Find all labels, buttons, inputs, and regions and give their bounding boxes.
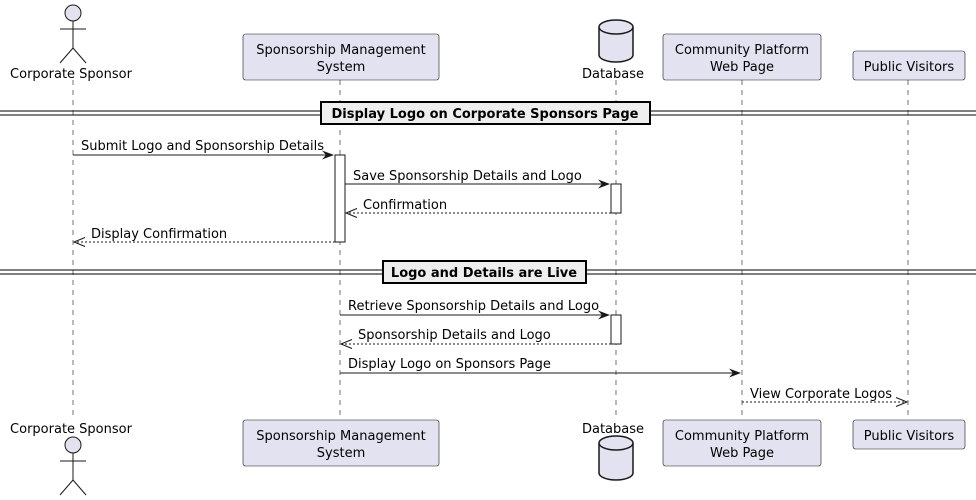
participant-community-label-line2: Web Page xyxy=(710,60,774,75)
actor-corporate-sponsor-label-bottom: Corporate Sponsor xyxy=(10,422,133,437)
participant-sms-bottom: Sponsorship Management System xyxy=(242,419,440,467)
message-save-details: Save Sponsorship Details and Logo xyxy=(345,169,610,189)
actor-corporate-sponsor-label: Corporate Sponsor xyxy=(10,67,133,82)
actor-icon xyxy=(59,4,87,64)
participant-database-top: Database xyxy=(582,19,644,82)
message-display-logo-label: Display Logo on Sponsors Page xyxy=(348,357,551,372)
participant-visitors-bottom: Public Visitors xyxy=(852,419,966,450)
participant-community-bottom: Community Platform Web Page xyxy=(662,419,822,467)
message-view-logos: View Corporate Logos xyxy=(742,387,909,407)
message-save-details-label: Save Sponsorship Details and Logo xyxy=(353,169,582,184)
participant-database-bottom: Database xyxy=(582,422,644,481)
participant-community-top: Community Platform Web Page xyxy=(662,33,822,81)
message-confirmation: Confirmation xyxy=(344,198,611,218)
message-retrieve-details: Retrieve Sponsorship Details and Logo xyxy=(340,299,610,320)
separator-display-logo-label: Display Logo on Corporate Sponsors Page xyxy=(332,107,639,122)
actor-icon xyxy=(59,436,87,496)
activation-db-2 xyxy=(610,314,622,345)
participant-community-label-line1: Community Platform xyxy=(675,43,809,58)
separator-logo-live: Logo and Details are Live xyxy=(0,260,976,284)
database-icon xyxy=(598,435,634,481)
activation-sms-1 xyxy=(334,154,346,243)
message-sponsorship-details-return-label: Sponsorship Details and Logo xyxy=(358,328,551,343)
message-submit-logo-label: Submit Logo and Sponsorship Details xyxy=(81,139,324,154)
participant-community-label-line2-bottom: Web Page xyxy=(710,446,774,461)
actor-corporate-sponsor-top: Corporate Sponsor xyxy=(10,4,133,82)
database-icon xyxy=(598,19,634,63)
participant-community-label-line1-bottom: Community Platform xyxy=(675,429,809,444)
participant-visitors-label: Public Visitors xyxy=(864,60,955,75)
participant-sms-label-line2-bottom: System xyxy=(317,446,365,461)
message-retrieve-details-label: Retrieve Sponsorship Details and Logo xyxy=(348,299,599,314)
actor-corporate-sponsor-bottom: Corporate Sponsor xyxy=(10,422,133,496)
participant-sms-label-line2: System xyxy=(317,60,365,75)
message-submit-logo: Submit Logo and Sponsorship Details xyxy=(73,139,334,160)
message-sponsorship-details-return: Sponsorship Details and Logo xyxy=(339,328,611,349)
participant-sms-label-line1: Sponsorship Management xyxy=(256,43,425,58)
separator-logo-live-label: Logo and Details are Live xyxy=(391,266,577,281)
participant-visitors-top: Public Visitors xyxy=(852,50,966,81)
participant-visitors-label-bottom: Public Visitors xyxy=(864,429,955,444)
participant-sms-label-line1-bottom: Sponsorship Management xyxy=(256,429,425,444)
message-display-confirmation: Display Confirmation xyxy=(72,227,335,247)
activation-db-1 xyxy=(610,183,622,214)
separator-display-logo: Display Logo on Corporate Sponsors Page xyxy=(0,101,976,125)
lifelines xyxy=(72,80,909,420)
message-display-logo: Display Logo on Sponsors Page xyxy=(340,357,741,378)
participant-database-label-bottom: Database xyxy=(582,422,644,437)
message-view-logos-label: View Corporate Logos xyxy=(750,387,892,402)
message-confirmation-label: Confirmation xyxy=(363,198,447,213)
participant-sms-top: Sponsorship Management System xyxy=(242,33,440,81)
message-display-confirmation-label: Display Confirmation xyxy=(91,227,227,242)
participant-database-label: Database xyxy=(582,67,644,82)
